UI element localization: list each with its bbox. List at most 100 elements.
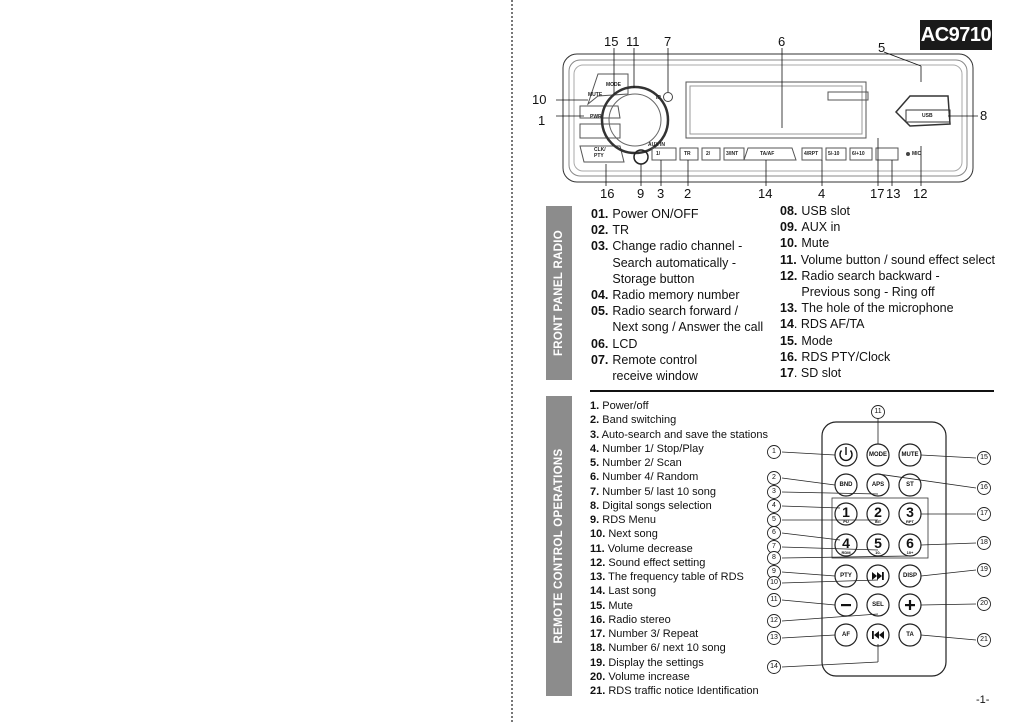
- fp-callout-13: 13: [886, 186, 901, 201]
- remote-btn-mute: MUTE: [901, 452, 919, 458]
- remote-key-4-sub: RDM: [841, 550, 851, 555]
- front-panel-title: FRONT PANEL RADIO: [553, 229, 565, 357]
- fp-callout-2: 2: [684, 186, 692, 201]
- page-number: -1-: [976, 694, 990, 706]
- rc-callout-19: 19: [980, 566, 988, 573]
- panel-label-btn2: 2/: [706, 151, 711, 157]
- rc-callout-6: 6: [772, 529, 776, 536]
- fp-item-06: 06.LCD: [591, 336, 638, 351]
- fp-callout-4: 4: [818, 186, 826, 201]
- rc-item-10: 10. Next song: [590, 528, 658, 541]
- remote-key-3: 3: [906, 504, 914, 520]
- rc-item-4: 4. Number 1/ Stop/Play: [590, 442, 704, 455]
- remote-tab: REMOTE CONTROL OPERATIONS: [546, 396, 572, 696]
- fp-item-07: 07.Remote control receive window: [591, 352, 698, 384]
- rc-item-14: 14. Last song: [590, 585, 657, 598]
- panel-label-btn3: 3/INT: [726, 151, 739, 157]
- fp-callout-8: 8: [980, 108, 988, 123]
- remote-key-1-sub: PU: [843, 519, 849, 524]
- rc-callout-1: 1: [772, 448, 776, 455]
- fp-item-16: 16.RDS PTY/Clock: [780, 349, 891, 364]
- fp-callout-1: 1: [538, 113, 546, 128]
- rc-callout-16: 16: [980, 484, 988, 491]
- remote-key-2: 2: [874, 504, 882, 520]
- fp-item-15: 15.Mode: [780, 333, 833, 348]
- rc-item-3: 3. Auto-search and save the stations: [590, 428, 768, 441]
- remote-key-6: 6: [906, 535, 914, 551]
- remote-title: REMOTE CONTROL OPERATIONS: [553, 448, 565, 644]
- panel-label-aux: AUX IN: [648, 142, 665, 148]
- rc-callout-14: 14: [770, 663, 778, 670]
- panel-label-btn6: 6/+10: [852, 151, 865, 157]
- rc-item-13: 13. The frequency table of RDS: [590, 571, 744, 583]
- rc-item-20: 20. Volume increase: [590, 670, 690, 683]
- remote-key-6-sub: 10+: [906, 550, 914, 555]
- fp-item-14: 14. RDS AF/TA: [780, 317, 865, 332]
- remote-btn-pty: PTY: [840, 573, 852, 579]
- fp-callout-6: 6: [778, 34, 786, 49]
- fp-callout-5: 5: [878, 40, 886, 55]
- model-badge: AC9710: [920, 20, 992, 50]
- rc-item-18: 18. Number 6/ next 10 song: [590, 642, 726, 655]
- rc-item-16: 16. Radio stereo: [590, 613, 671, 626]
- fp-item-03: 03.Change radio channel - Search automat…: [591, 239, 743, 286]
- panel-label-usb: USB: [922, 113, 933, 119]
- panel-label-mute: MUTE: [588, 92, 603, 98]
- panel-label-mode: MODE: [606, 82, 621, 88]
- rc-callout-12: 12: [770, 617, 778, 624]
- rc-callout-7: 7: [772, 543, 776, 550]
- remote-key-3-sub: RPT: [906, 519, 914, 524]
- rc-item-9: 9. RDS Menu: [590, 514, 657, 526]
- rc-item-1: 1. Power/off: [590, 400, 649, 412]
- fp-callout-9: 9: [637, 186, 645, 201]
- panel-label-pty: PTY: [594, 153, 604, 159]
- rc-callout-8: 8: [772, 554, 776, 561]
- remote-key-1: 1: [842, 504, 850, 520]
- rc-callout-top: 11: [874, 408, 882, 415]
- remote-btn-aps: APS: [871, 482, 885, 488]
- rc-callout-5: 5: [772, 516, 776, 523]
- rc-item-21: 21. RDS traffic notice Identification: [590, 685, 759, 697]
- fp-callout-11: 11: [626, 34, 640, 49]
- remote-btn-bnd: BND: [839, 482, 853, 488]
- rc-item-8: 8. Digital songs selection: [590, 499, 712, 512]
- remote-btn-st: ST: [906, 482, 914, 488]
- fp-item-17: 17. SD slot: [780, 366, 842, 381]
- remote-key-2-sub: INT: [874, 519, 882, 524]
- fp-callout-14: 14: [758, 186, 773, 201]
- remote-btn-ta: TA: [906, 632, 914, 638]
- rc-callout-2: 2: [772, 474, 776, 481]
- fold-line: [511, 0, 513, 722]
- fp-callout-16: 16: [600, 186, 615, 201]
- panel-label-ta: TA/AF: [760, 151, 775, 157]
- remote-list: 1. Power/off 2. Band switching 3. Auto-s…: [590, 399, 768, 698]
- rc-callout-17: 17: [980, 510, 988, 517]
- rc-item-2: 2. Band switching: [590, 414, 677, 427]
- rc-callout-18: 18: [980, 539, 988, 546]
- rc-item-5: 5. Number 2/ Scan: [590, 457, 682, 469]
- panel-label-btn5: 5/-10: [828, 151, 840, 157]
- fp-callout-3: 3: [657, 186, 665, 201]
- panel-label-ir: IR: [656, 95, 661, 101]
- fp-callout-15: 15: [604, 34, 619, 49]
- fp-item-01: 01.Power ON/OFF: [591, 207, 699, 221]
- panel-label-clk: CLK/: [594, 147, 606, 153]
- fp-item-08: 08.USB slot: [780, 204, 851, 218]
- front-panel-diagram: 15 11 7 6 5 10 1 8 16 9 3 2 14 4 17 13 1…: [528, 34, 998, 204]
- panel-label-btn1: 1/: [656, 151, 661, 157]
- remote-drawing: [767, 405, 991, 677]
- rc-callout-3: 3: [772, 488, 776, 495]
- panel-label-pwr: PWR: [590, 114, 602, 120]
- remote-btn-mode: MODE: [869, 452, 887, 458]
- remote-btn-af: AF: [842, 632, 850, 638]
- rc-item-7: 7. Number 5/ last 10 song: [590, 485, 716, 498]
- remote-key-5-sub: 10-: [875, 550, 881, 555]
- fp-item-10: 10.Mute: [780, 236, 830, 251]
- rc-callout-9: 9: [772, 568, 776, 575]
- remote-key-5: 5: [874, 535, 882, 551]
- remote-key-4: 4: [842, 535, 850, 551]
- rc-item-17: 17. Number 3/ Repeat: [590, 628, 699, 640]
- panel-label-btn4: 4/RPT: [804, 151, 819, 157]
- rc-callout-21: 21: [980, 636, 988, 643]
- rc-callout-13: 13: [770, 634, 778, 641]
